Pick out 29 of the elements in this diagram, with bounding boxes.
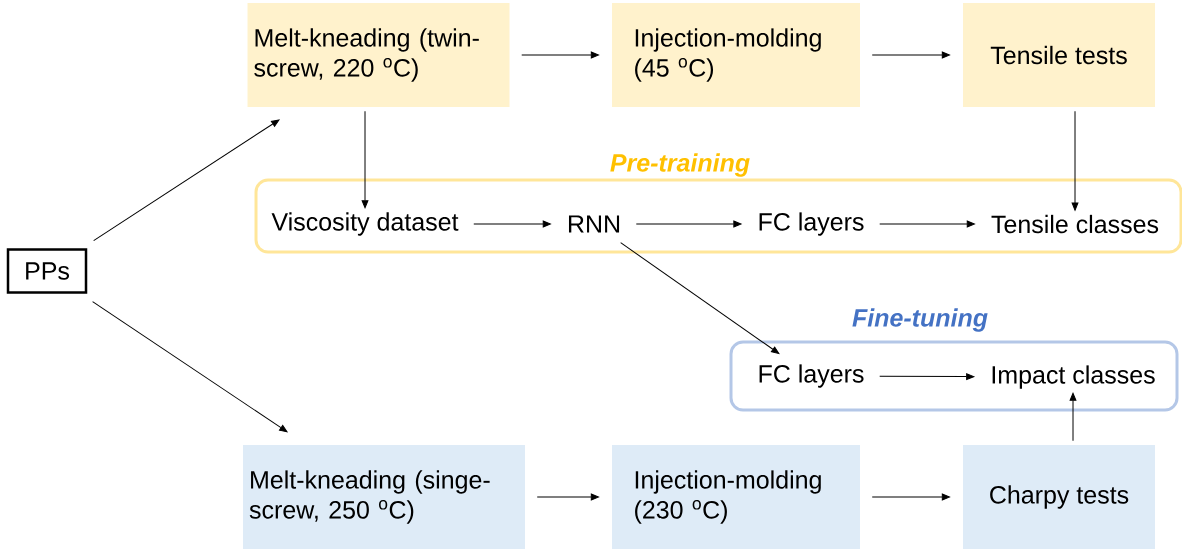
arrow xyxy=(871,51,950,59)
process-box: Charpy tests xyxy=(963,445,1155,549)
arrow xyxy=(635,220,742,228)
arrow xyxy=(521,51,599,59)
step-label: FC layers xyxy=(759,364,864,388)
arrow xyxy=(879,220,975,228)
process-box: Tensile tests xyxy=(963,3,1155,107)
arrow xyxy=(536,493,599,501)
arrow xyxy=(1071,110,1079,211)
arrow xyxy=(1069,392,1077,442)
step-label: Viscosity dataset xyxy=(271,212,459,236)
arrow xyxy=(93,119,280,242)
step-label: FC layers xyxy=(759,212,864,236)
step-label: Tensile classes xyxy=(991,214,1159,234)
arrow xyxy=(871,493,950,501)
process-box: Melt-kneading (twin-screw, 220 $^{o}$C) xyxy=(247,3,510,107)
process-box: Melt-kneading (singe-screw, 250 $^{o}$C) xyxy=(243,445,525,549)
stage-heading: Fine-tuning xyxy=(852,308,988,332)
step-label: RNN xyxy=(569,215,620,233)
process-box: Injection-molding (45 $^{o}$C) xyxy=(612,3,860,107)
step-label: Impact classes xyxy=(992,365,1155,389)
arrow xyxy=(879,373,975,380)
arrow xyxy=(620,242,780,354)
stage-heading: Pre-training xyxy=(610,153,750,177)
process-box: Injection-molding (230 $^{o}$C) xyxy=(612,445,860,549)
arrow xyxy=(473,220,551,228)
arrow xyxy=(92,301,288,433)
arrow xyxy=(361,110,369,209)
input-box: PPs xyxy=(6,248,88,294)
